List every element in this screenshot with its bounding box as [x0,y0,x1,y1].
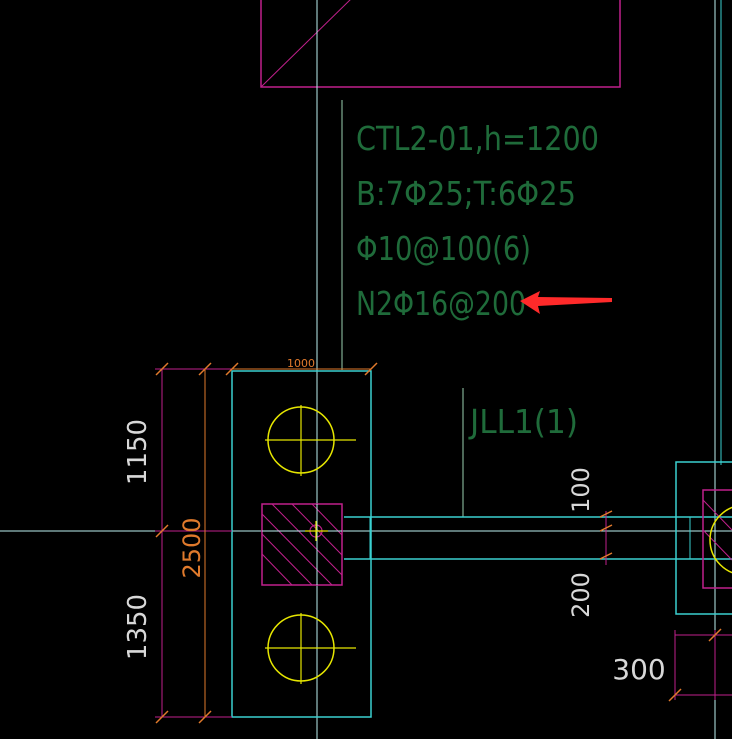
pile-lower[interactable] [265,613,356,684]
pile-upper[interactable] [265,405,356,476]
reinforcement-annotation[interactable]: CTL2-01,h=1200 B:7Φ25;T:6Φ25 Φ10@100(6) … [356,119,599,323]
top-column-block[interactable] [260,0,621,88]
dimension-upper: 1150 [123,419,153,485]
right-pile-cap[interactable] [675,461,732,615]
dimension-lower: 1350 [123,594,153,660]
annotation-line-1: CTL2-01,h=1200 [356,119,599,158]
annotation-line-3: Φ10@100(6) [356,229,531,268]
beam-label[interactable]: JLL1(1) [468,402,578,441]
annotation-line-2: B:7Φ25;T:6Φ25 [356,174,576,213]
cap-width-dimension-lines [225,362,378,376]
annotation-line-4: N2Φ16@200 [356,284,526,323]
red-arrow-icon [520,291,612,314]
beam-dimension-lines [599,510,613,565]
dimension-beam-lower: 200 [567,572,595,618]
dimension-right-pile: 300 [612,653,665,686]
dimension-total: 2500 [178,517,206,578]
dimension-beam-upper: 100 [567,467,595,513]
column-center[interactable] [261,503,343,586]
pile-cap-outline[interactable] [231,370,372,718]
right-pile-dimension-lines [668,628,732,702]
beam-jll1[interactable] [344,516,732,560]
dimension-cap-width: 1000 [287,357,315,370]
left-dimension-lines [155,362,232,724]
